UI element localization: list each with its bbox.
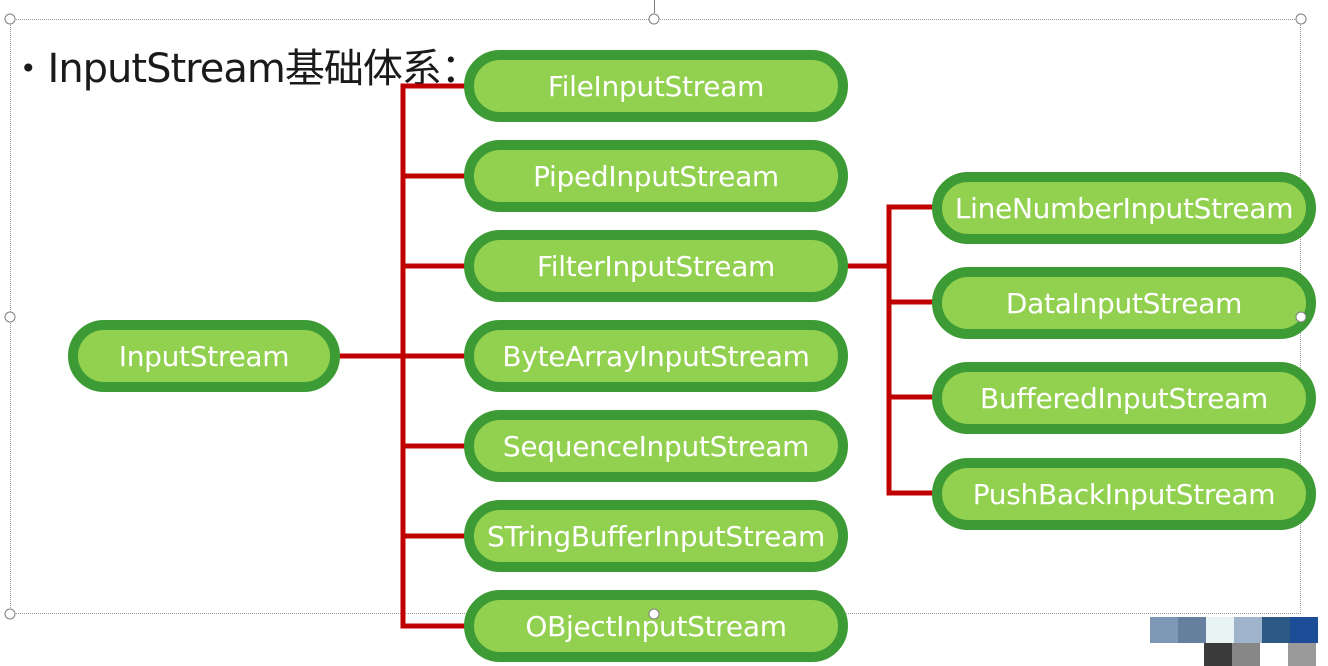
- resize-handle-bottom-left[interactable]: [4, 608, 16, 620]
- resize-handle-middle-right[interactable]: [1295, 311, 1307, 323]
- node-inputstream[interactable]: InputStream: [68, 320, 340, 392]
- node-sequenceinputstream[interactable]: SequenceInputStream: [464, 410, 848, 482]
- node-stringbufferinputstream[interactable]: STringBufferInputStream: [464, 500, 848, 572]
- resize-handle-top-left[interactable]: [4, 13, 16, 25]
- node-datainputstream[interactable]: DataInputStream: [932, 267, 1316, 339]
- node-fileinputstream[interactable]: FileInputStream: [464, 50, 848, 122]
- node-linenumberinputstream[interactable]: LineNumberInputStream: [932, 172, 1316, 244]
- resize-handle-top-middle[interactable]: [648, 13, 660, 25]
- node-bytearrayinputstream[interactable]: ByteArrayInputStream: [464, 320, 848, 392]
- node-filterinputstream[interactable]: FilterInputStream: [464, 230, 848, 302]
- node-pushbackinputstream[interactable]: PushBackInputStream: [932, 458, 1316, 530]
- resize-handle-top-right[interactable]: [1295, 13, 1307, 25]
- rotation-handle-stem: [654, 0, 655, 13]
- resize-handle-middle-left[interactable]: [4, 311, 16, 323]
- node-pipedinputstream[interactable]: PipedInputStream: [464, 140, 848, 212]
- bullet-glyph: •: [20, 52, 36, 85]
- node-objectinputstream[interactable]: OBjectInputStream: [464, 590, 848, 662]
- resize-handle-bottom-middle[interactable]: [648, 608, 660, 620]
- node-bufferedinputstream[interactable]: BufferedInputStream: [932, 362, 1316, 434]
